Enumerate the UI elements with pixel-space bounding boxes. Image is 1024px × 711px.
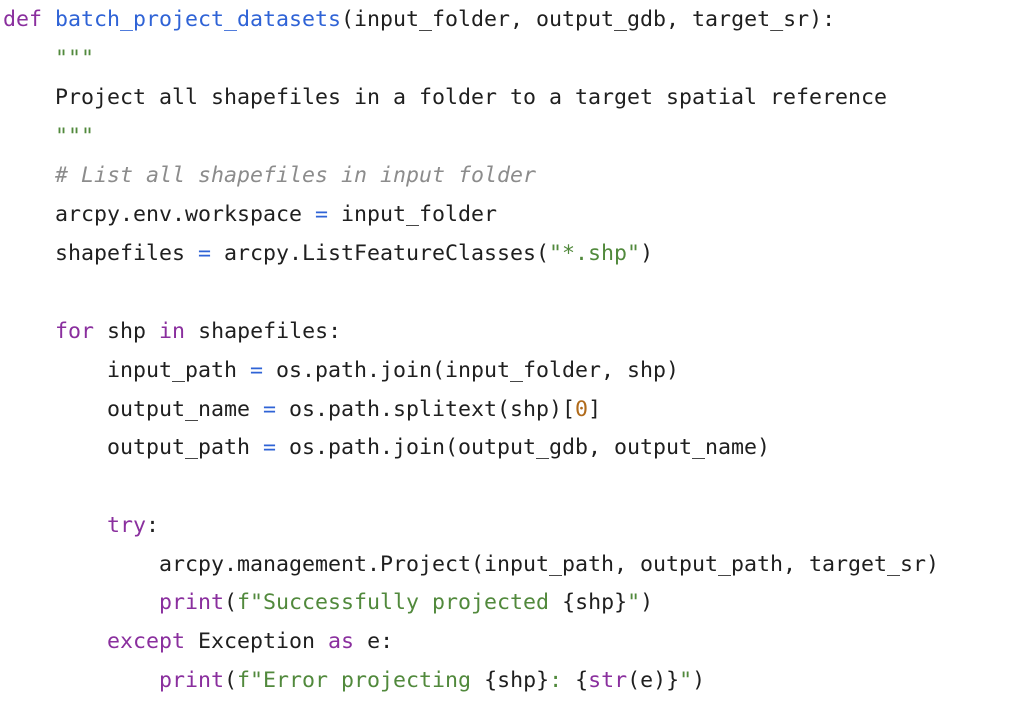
code-token: arcpy.env.workspace (3, 202, 316, 227)
operator-token: = (315, 202, 329, 227)
string-token: "*.shp" (549, 241, 641, 266)
code-line: input_path = os.path.join(input_folder, … (3, 353, 679, 389)
code-token: shp (94, 319, 160, 344)
code-line: arcpy.management.Project(input_path, out… (3, 547, 939, 583)
code-token: ] (588, 397, 602, 422)
code-token: input_path (3, 358, 251, 383)
keyword-token: try (107, 513, 147, 538)
string-token: " (627, 590, 641, 615)
code-token: Project all shapefiles in a folder to a … (3, 85, 888, 110)
code-token (3, 590, 159, 615)
operator-token: = (263, 397, 277, 422)
code-token: ) (640, 241, 654, 266)
code-line: output_path = os.path.join(output_gdb, o… (3, 430, 770, 466)
code-token: os.path.join(output_gdb, output_name) (276, 435, 771, 460)
code-line: for shp in shapefiles: (3, 314, 341, 350)
code-token: {shp} (562, 590, 628, 615)
code-line: arcpy.env.workspace = input_folder (3, 197, 497, 233)
code-line: Project all shapefiles in a folder to a … (3, 80, 887, 116)
code-token (3, 319, 55, 344)
operator-token: = (263, 435, 277, 460)
code-token: arcpy.management.Project(input_path, out… (3, 552, 940, 577)
number-token: 0 (575, 397, 589, 422)
string-token: f"Error projecting (237, 668, 485, 693)
code-line: def batch_project_datasets(input_folder,… (3, 2, 835, 38)
string-token: " (679, 668, 693, 693)
code-line: """ (3, 41, 94, 77)
code-token (3, 629, 107, 654)
code-line: """ (3, 119, 94, 155)
code-token: (input_folder, output_gdb, target_sr): (341, 7, 836, 32)
code-line: try: (3, 508, 159, 544)
code-token: e: (354, 629, 394, 654)
code-token: output_name (3, 397, 264, 422)
code-token: shapefiles (3, 241, 199, 266)
code-token: shapefiles: (185, 319, 342, 344)
code-token: Exception (185, 629, 329, 654)
code-token: : (146, 513, 160, 538)
code-token: {shp} (484, 668, 550, 693)
code-line: shapefiles = arcpy.ListFeatureClasses("*… (3, 236, 653, 272)
string-token: """ (55, 46, 95, 71)
keyword-token: print (159, 668, 225, 693)
keyword-token: except (107, 629, 186, 654)
code-token: ) (692, 668, 706, 693)
string-token: """ (55, 124, 95, 149)
code-token (3, 46, 55, 71)
code-token (3, 513, 107, 538)
code-token (3, 124, 55, 149)
operator-token: = (198, 241, 212, 266)
keyword-token: def (3, 7, 43, 32)
code-token (3, 163, 55, 188)
keyword-token: for (55, 319, 95, 344)
string-token: f"Successfully projected (237, 590, 563, 615)
keyword-token: as (328, 629, 355, 654)
code-token: output_path (3, 435, 264, 460)
function-name-token: batch_project_datasets (55, 7, 342, 32)
code-token: arcpy.ListFeatureClasses( (211, 241, 550, 266)
code-token: input_folder (328, 202, 498, 227)
string-token: : (549, 668, 576, 693)
keyword-token: in (159, 319, 186, 344)
comment-token: # List all shapefiles in input folder (55, 163, 537, 188)
code-line: # List all shapefiles in input folder (3, 158, 536, 194)
code-token: ( (224, 668, 238, 693)
code-token: { (575, 668, 589, 693)
code-token: ) (640, 590, 654, 615)
code-line: print(f"Error projecting {shp}: {str(e)}… (3, 663, 705, 699)
code-line: print(f"Successfully projected {shp}") (3, 585, 653, 621)
code-token (42, 7, 55, 32)
code-line: except Exception as e: (3, 624, 393, 660)
code-line: output_name = os.path.splitext(shp)[0] (3, 392, 601, 428)
code-token: os.path.join(input_folder, shp) (263, 358, 680, 383)
code-token: ( (224, 590, 238, 615)
code-token: os.path.splitext(shp)[ (276, 397, 576, 422)
keyword-token: print (159, 590, 225, 615)
code-token: (e)} (627, 668, 680, 693)
code-token (3, 668, 159, 693)
operator-token: = (250, 358, 264, 383)
keyword-token: str (588, 668, 628, 693)
